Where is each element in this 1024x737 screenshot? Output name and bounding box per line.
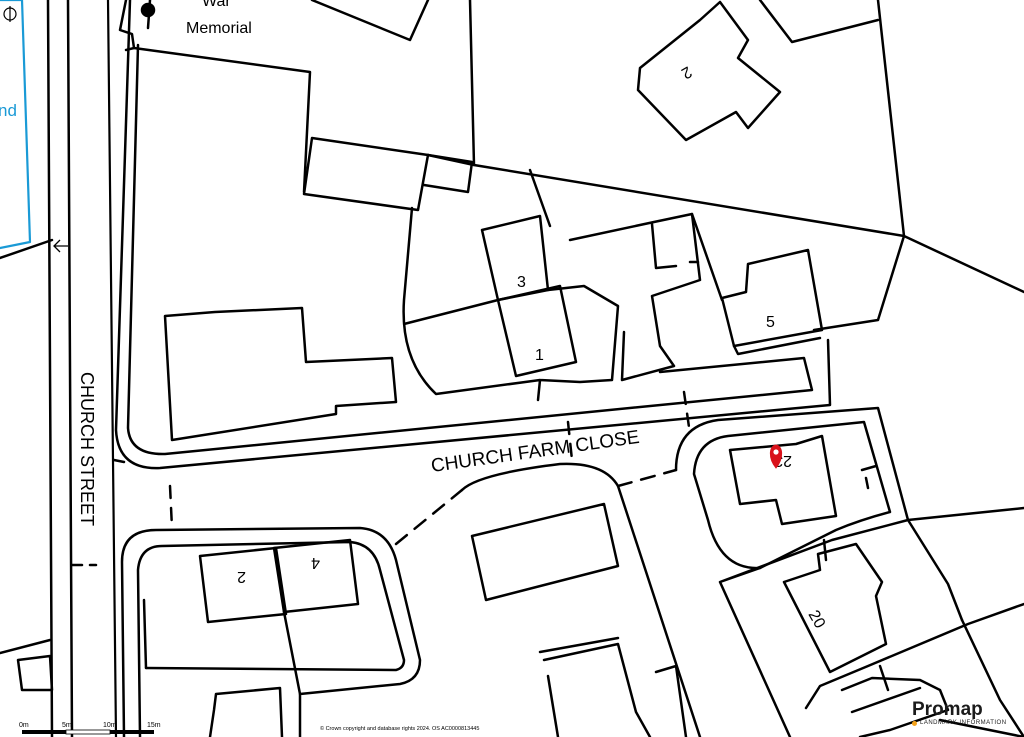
close-dash-1 bbox=[168, 484, 174, 530]
house-1 bbox=[496, 284, 578, 378]
memorial-point bbox=[140, 2, 156, 18]
close-dash-4 bbox=[682, 390, 692, 436]
house-se-bottom-2 bbox=[850, 618, 1024, 737]
label-house-20: 20 bbox=[805, 608, 829, 632]
label-church-street: CHURCH STREET bbox=[77, 372, 97, 526]
scale-tick-10: 10m bbox=[103, 722, 117, 729]
house-2-top bbox=[636, 0, 782, 142]
house-3 bbox=[480, 214, 550, 302]
house-20 bbox=[782, 542, 888, 674]
north-arrow-icon bbox=[3, 6, 17, 22]
building-south-centre bbox=[470, 502, 620, 602]
label-house-4: 4 bbox=[311, 554, 320, 571]
close-dash-5 bbox=[616, 468, 678, 488]
close-dash-6 bbox=[566, 420, 574, 462]
boundary-top-right bbox=[758, 0, 880, 44]
plot-5 bbox=[690, 212, 822, 356]
plot-sw-outer bbox=[120, 526, 422, 737]
label-partial-blue: nd bbox=[0, 101, 17, 120]
scale-tick-0: 0m bbox=[19, 722, 29, 729]
close-dash-3 bbox=[394, 488, 464, 546]
label-house-2-top: 2 bbox=[678, 63, 694, 82]
church-street-centre bbox=[84, 0, 92, 737]
building-south-bottom bbox=[538, 636, 652, 737]
label-church-farm-close: CHURCH FARM CLOSE bbox=[430, 427, 641, 477]
close-dash-2 bbox=[112, 458, 126, 464]
boundary-diagonal bbox=[472, 163, 906, 332]
brand-logo: Promap LANDMARK INFORMATION bbox=[912, 700, 1022, 734]
building-north-a bbox=[302, 136, 430, 212]
war-memorial-plot bbox=[118, 0, 136, 52]
building-centre bbox=[568, 212, 702, 382]
label-house-5: 5 bbox=[766, 314, 775, 331]
plot-20 bbox=[804, 538, 1024, 710]
close-north-kerb bbox=[114, 0, 832, 470]
brand-tagline: LANDMARK INFORMATION bbox=[920, 720, 1007, 726]
house-se-bottom bbox=[840, 676, 950, 737]
house-5 bbox=[720, 248, 824, 348]
plot-sw-split bbox=[142, 598, 302, 696]
location-pin-icon bbox=[769, 444, 783, 469]
brand-tagline-row: LANDMARK INFORMATION bbox=[912, 720, 1022, 726]
building-south-right bbox=[654, 664, 688, 737]
brand-dot-icon bbox=[912, 720, 917, 726]
plot-sw-inner bbox=[136, 540, 406, 737]
plot-se-inner bbox=[692, 420, 892, 570]
road-turn bbox=[460, 462, 702, 737]
church-street-west-kerb-2 bbox=[66, 0, 74, 737]
label-war: War bbox=[202, 0, 231, 10]
access-arrow-icon bbox=[53, 239, 68, 253]
house-2-bottom bbox=[198, 546, 288, 624]
plot-23-marks bbox=[860, 464, 878, 490]
building-north-b bbox=[422, 153, 474, 194]
label-memorial: Memorial bbox=[186, 20, 252, 37]
scale-tick-5: 5m bbox=[62, 722, 72, 729]
label-house-3: 3 bbox=[517, 274, 526, 291]
close-north-kerb-inner bbox=[126, 43, 814, 456]
label-house-2-bottom: 2 bbox=[237, 568, 246, 585]
plot-se-lower bbox=[718, 518, 964, 737]
label-house-1: 1 bbox=[535, 347, 544, 364]
brand-name: Promap bbox=[912, 699, 983, 720]
plot-se-outer bbox=[674, 406, 1024, 522]
scale-tick-15: 15m bbox=[147, 722, 161, 729]
memorial-north bbox=[426, 0, 476, 167]
house-4 bbox=[272, 538, 360, 614]
site-boundary bbox=[0, 0, 32, 250]
copyright-text: © Crown copyright and database rights 20… bbox=[320, 725, 479, 732]
church-street-west-kerb bbox=[46, 0, 54, 737]
building-west bbox=[163, 306, 398, 442]
boundary-east-top bbox=[876, 0, 1024, 294]
scale-bar bbox=[22, 729, 154, 735]
building-centre-detail bbox=[650, 222, 700, 270]
church-street-east-kerb bbox=[106, 0, 118, 737]
memorial-building bbox=[310, 0, 430, 42]
house-sw-bottom bbox=[208, 686, 284, 737]
plot-3-1 bbox=[402, 168, 620, 402]
house-23 bbox=[728, 434, 838, 526]
plot-left bbox=[0, 238, 54, 692]
